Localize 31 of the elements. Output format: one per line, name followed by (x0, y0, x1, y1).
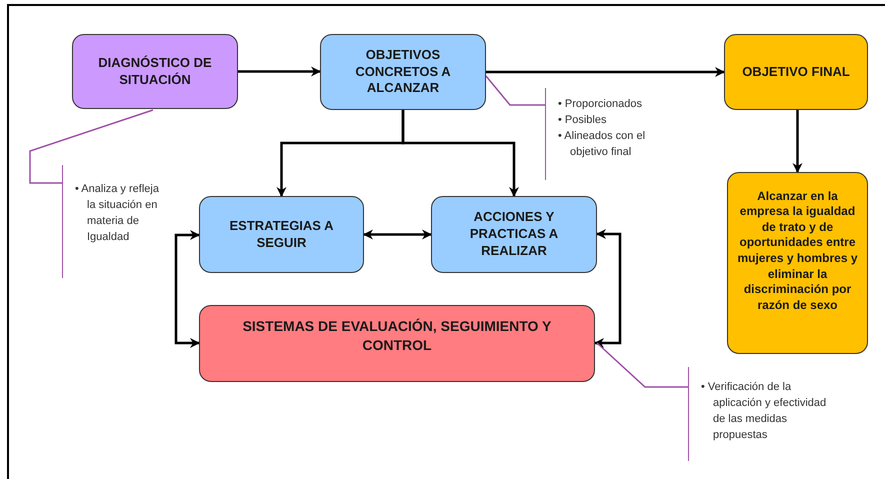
leader-line (596, 342, 688, 388)
note-bracket (62, 165, 162, 278)
node-label: Alcanzar en la empresa la igualdad de trato y de oportunidades entre mujeres y hombres y eliminar la discriminación por razón de sexo (736, 188, 859, 314)
arrow (402, 110, 519, 197)
goal-box (724, 34, 868, 110)
note-bracket (688, 367, 828, 461)
node-label: ESTRATEGIAS A SEGUIR (228, 218, 334, 252)
leader-line (29, 109, 154, 184)
arrow (174, 230, 200, 348)
bullet-text: • Verificación de la aplicación y efectividad de las medidas propuestas (701, 380, 828, 443)
arrow (792, 110, 802, 173)
arrow (238, 66, 321, 76)
arrow (594, 229, 622, 348)
bullet-text: • Analiza y refleja la situación en materia de Igualdad (75, 182, 160, 245)
bullet-text: • Posibles (558, 113, 608, 128)
bullet-text: • Proporcionados (558, 97, 643, 112)
leader-line (485, 76, 545, 106)
node-label: OBJETIVOS CONCRETOS A ALCANZAR (354, 46, 452, 98)
process-box (431, 196, 597, 273)
node-label: DIAGNÓSTICO DE SITUACIÓN (97, 54, 213, 88)
goal-box (727, 172, 868, 354)
process-box (72, 34, 238, 109)
bullet-text: • Alineados con el objetivo final (558, 129, 646, 160)
node-label: OBJETIVO FINAL (742, 64, 850, 80)
arrow (363, 230, 432, 240)
process-box (199, 196, 364, 273)
node-label: SISTEMAS DE EVALUACIÓN, SEGUIMIENTO Y CONTROL (242, 317, 552, 354)
arrow (486, 67, 725, 77)
node-label: ACCIONES Y PRACTICAS A REALIZAR (468, 209, 560, 260)
process-box (320, 34, 486, 110)
process-box (199, 305, 595, 382)
